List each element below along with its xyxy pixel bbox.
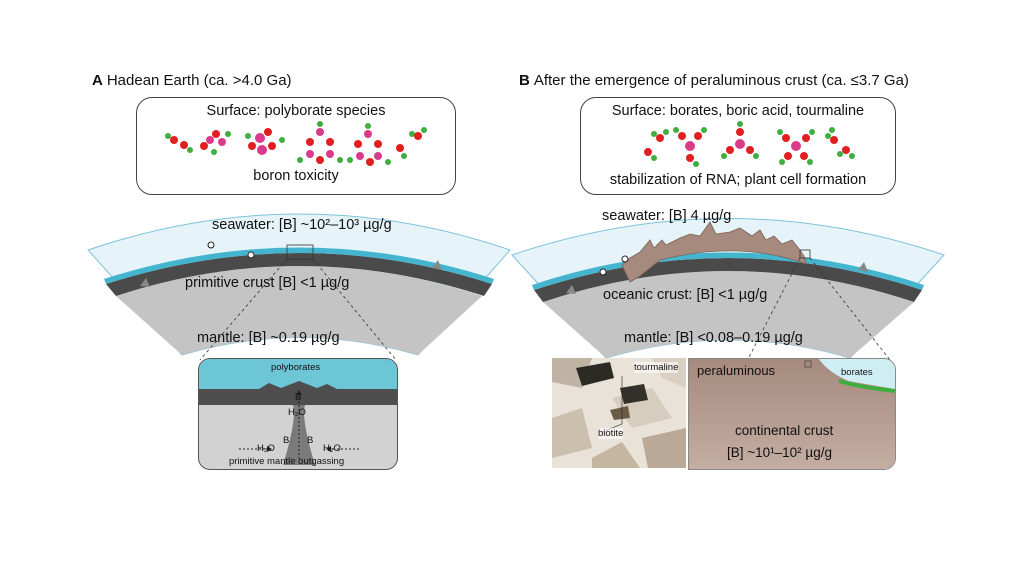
panel-b-mantle (543, 271, 914, 358)
panel-a-crust-marker (247, 251, 255, 259)
panel-b-crust-marker (599, 268, 607, 276)
inset-a-b-right: B (307, 435, 314, 446)
panel-a-title-text: Hadean Earth (ca. >4.0 Ga) (106, 72, 292, 89)
molecule-a8 (409, 127, 427, 140)
panel-a-primitive-crust (106, 253, 492, 296)
inset-b-marker-box (804, 360, 812, 368)
panel-b-photomicrograph: tourmaline biotite (552, 358, 686, 468)
panel-b-inset: peraluminous borates continental crust [… (688, 358, 896, 470)
photo-grain-4 (642, 428, 686, 468)
panel-b-seawater-marker (621, 255, 629, 263)
molecule-b6 (825, 127, 838, 144)
molecule-b7 (837, 146, 855, 159)
inset-b-seawater (819, 359, 895, 389)
panel-a-inset: polyborates B H₂O B B H₂O H₂O primitive … (198, 358, 398, 470)
inset-a-h2o-right: H₂O (323, 443, 341, 454)
panel-b-letter: B (519, 72, 530, 89)
panel-b-crust-label: oceanic crust: [B] <1 µg/g (603, 287, 768, 303)
panel-a-zoom-line-left (199, 258, 288, 361)
inset-a-b-left: B (283, 435, 290, 446)
panel-a-zoom-box (286, 244, 314, 260)
inset-a-arrow-left-head (267, 446, 272, 452)
panel-a-letter: A (92, 72, 103, 89)
panel-a-toxicity-label: boron toxicity (253, 168, 339, 184)
panel-a-crust-spike-right (432, 260, 442, 270)
photo-grain-5 (592, 442, 640, 468)
inset-a-h2o-left: H₂O (257, 443, 275, 454)
molecule-a2 (180, 141, 193, 153)
inset-a-arrow-right-head (326, 446, 331, 452)
inset-b-continental-mass (689, 359, 895, 469)
panel-a-crust-label: primitive crust [B] <1 µg/g (185, 275, 350, 291)
panel-a-mantle-label: mantle: [B] ~0.19 µg/g (197, 330, 340, 346)
panel-b-zoom-line-right (809, 257, 891, 361)
inset-a-polyborates-label: polyborates (271, 362, 321, 373)
panel-b-surface-label: Surface: borates, boric acid, tourmaline (611, 103, 865, 119)
molecule-a5 (297, 121, 343, 164)
panel-a-seawater-marker (207, 241, 215, 249)
panel-b-seawater-label: seawater: [B] 4 µg/g (602, 208, 732, 224)
inset-a-h2o-center: H₂O (288, 407, 306, 418)
inset-a-b-top: B (295, 392, 302, 403)
inset-a-arrow-head (296, 390, 302, 395)
molecule-b2 (644, 148, 657, 161)
panel-a-seawater-layer (104, 247, 494, 284)
panel-a-zoom-line-right (312, 258, 397, 361)
inset-b-borates-label: borates (841, 367, 873, 378)
molecule-a6 (347, 123, 391, 166)
photo-biotite-grain (620, 384, 648, 404)
panel-b-inset-graphic (689, 359, 895, 469)
molecule-a3 (200, 130, 231, 155)
panel-b-mantle-label: mantle: [B] <0.08–0.19 µg/g (624, 330, 803, 346)
panel-b-zoom-box (799, 249, 811, 259)
inset-b-concentration-label: [B] ~10¹–10² µg/g (727, 445, 832, 460)
panel-a-inset-graphic (199, 359, 397, 465)
panel-b-crust-spike-left (566, 285, 576, 294)
molecule-b3 (673, 127, 707, 167)
molecule-b4 (721, 121, 759, 159)
molecule-a4 (245, 128, 285, 155)
panel-a-surface-label: Surface: polyborate species (206, 103, 386, 119)
molecule-b1 (651, 129, 669, 142)
photo-biotite-label: biotite (598, 428, 624, 439)
molecule-a1 (165, 133, 178, 144)
photo-tourmaline-label: tourmaline (634, 362, 679, 373)
photomicrograph-graphic (552, 358, 686, 468)
panel-a-seawater-label: seawater: [B] ~10²–10³ µg/g (212, 217, 392, 233)
molecule-a7 (396, 144, 407, 159)
photo-tourmaline-grain (576, 362, 614, 386)
molecule-b5 (777, 129, 815, 165)
inset-b-borate-layer (839, 379, 895, 393)
panel-b-function-label: stabilization of RNA; plant cell formati… (609, 172, 867, 188)
photo-grain-3 (552, 408, 592, 458)
panel-a-crust-spike-left (140, 278, 150, 287)
inset-b-peraluminous-label: peraluminous (697, 363, 776, 378)
panel-b-crust-spike-right (858, 262, 868, 272)
panel-b-title-text: After the emergence of peraluminous crus… (533, 72, 909, 89)
inset-a-outgassing-label: primitive mantle outgassing (229, 456, 345, 467)
panel-a-mantle (116, 266, 482, 355)
photo-biotite-grain-2 (610, 406, 630, 420)
inset-b-continental-label: continental crust (735, 423, 834, 438)
